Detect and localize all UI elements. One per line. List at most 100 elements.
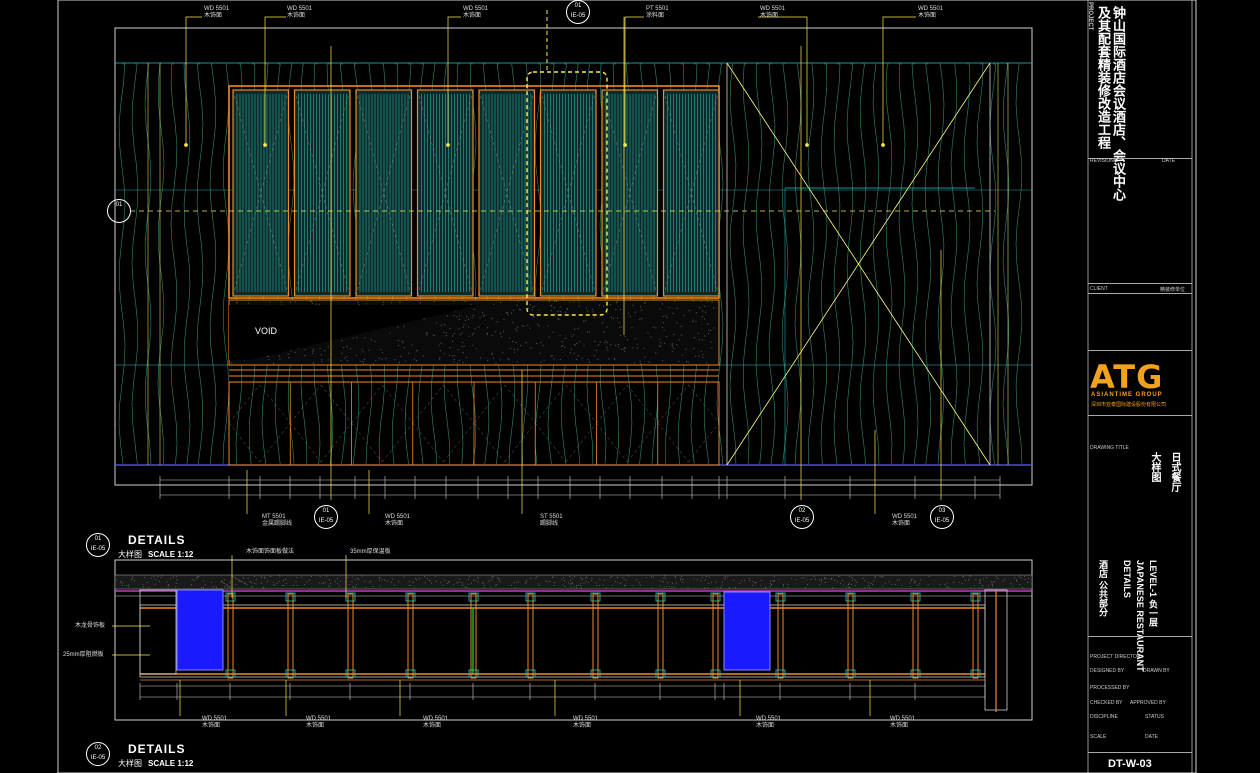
slab-hatch	[386, 580, 388, 582]
slab-hatch	[296, 584, 298, 586]
leader-dot	[184, 143, 188, 147]
slab-hatch	[274, 585, 276, 587]
slab-hatch	[624, 585, 626, 586]
stone-stipple	[269, 301, 271, 303]
slab-hatch	[473, 579, 475, 581]
slab-hatch	[1024, 575, 1026, 577]
stone-stipple	[588, 331, 591, 333]
stone-stipple	[602, 322, 604, 324]
slab-hatch	[846, 586, 847, 588]
slab-hatch	[599, 585, 600, 586]
slab-hatch	[580, 583, 582, 585]
slab-hatch	[633, 585, 635, 587]
slab-hatch	[459, 578, 461, 580]
stone-stipple	[562, 345, 564, 347]
slab-hatch	[410, 585, 412, 586]
slab-hatch	[898, 579, 900, 580]
slab-hatch	[995, 576, 997, 577]
slab-hatch	[909, 582, 911, 584]
slab-hatch	[723, 577, 725, 579]
slab-hatch	[448, 581, 450, 583]
plan-post	[287, 593, 294, 679]
slab-hatch	[562, 585, 564, 586]
slab-hatch	[674, 576, 676, 578]
slab-hatch	[278, 581, 280, 582]
lower-panel-line	[688, 384, 720, 424]
wood-grain-line	[222, 63, 230, 465]
tb-divider	[1088, 293, 1192, 294]
slab-hatch	[645, 577, 647, 579]
slab-hatch	[636, 579, 637, 581]
stone-stipple	[564, 311, 567, 313]
slab-hatch	[874, 576, 876, 577]
leader-line	[624, 16, 644, 145]
slab-hatch	[851, 577, 853, 579]
slab-hatch	[727, 576, 729, 578]
stone-stipple	[474, 328, 476, 330]
left-level-marker: 01	[107, 199, 131, 223]
stone-stipple	[577, 327, 579, 330]
slab-hatch	[563, 577, 564, 579]
stone-stipple	[595, 349, 597, 351]
tb-divider	[1088, 636, 1192, 637]
stone-stipple	[695, 312, 698, 314]
slab-hatch	[478, 577, 479, 579]
client-label: CLIENT	[1090, 286, 1108, 292]
slab-hatch	[306, 581, 308, 583]
stone-stipple	[470, 303, 472, 305]
stone-stipple	[315, 303, 317, 305]
slab-hatch	[946, 585, 948, 587]
slab-hatch	[167, 584, 169, 586]
stone-stipple	[543, 359, 545, 361]
slab-hatch	[154, 583, 156, 585]
stone-stipple	[463, 345, 465, 347]
stone-stipple	[385, 358, 387, 360]
stone-stipple	[320, 354, 322, 356]
slab-hatch	[242, 577, 244, 579]
stone-stipple	[495, 362, 497, 364]
wood-grain-line	[131, 63, 139, 465]
stone-stipple	[505, 311, 507, 314]
stone-stipple	[461, 346, 463, 348]
stone-stipple	[536, 342, 538, 345]
slab-hatch	[326, 575, 328, 577]
stone-stipple	[397, 340, 399, 342]
stone-stipple	[381, 358, 383, 360]
stone-stipple	[368, 349, 370, 351]
slab-hatch	[760, 580, 762, 581]
tb-divider	[1088, 752, 1192, 753]
slab-hatch	[682, 578, 684, 580]
stone-stipple	[443, 324, 446, 326]
slab-hatch	[354, 578, 356, 580]
stone-stipple	[550, 310, 553, 312]
wood-grain-line	[963, 63, 971, 465]
slab-hatch	[944, 583, 946, 585]
slab-hatch	[848, 587, 850, 588]
stone-stipple	[481, 312, 484, 314]
stone-stipple	[659, 308, 661, 310]
slab-hatch	[513, 582, 515, 584]
stone-stipple	[472, 344, 474, 346]
slab-hatch	[734, 586, 736, 588]
stone-stipple	[364, 337, 366, 339]
lower-panel-line	[626, 384, 658, 424]
stone-stipple	[453, 314, 455, 317]
slab-hatch	[708, 583, 710, 584]
slab-hatch	[530, 577, 532, 579]
slab-hatch	[538, 584, 540, 586]
field-checked-by: CHECKED BY	[1090, 700, 1123, 706]
stone-stipple	[381, 351, 383, 354]
slab-hatch	[573, 576, 575, 578]
slab-hatch	[979, 581, 981, 583]
slab-hatch	[516, 581, 518, 583]
stone-stipple	[267, 355, 269, 358]
lower-panel-line	[381, 422, 413, 463]
slab-hatch	[239, 580, 241, 582]
slab-hatch	[755, 582, 757, 584]
slab-hatch	[143, 576, 145, 578]
stone-stipple	[626, 339, 629, 341]
slab-hatch	[819, 579, 821, 581]
stone-stipple	[373, 363, 375, 365]
